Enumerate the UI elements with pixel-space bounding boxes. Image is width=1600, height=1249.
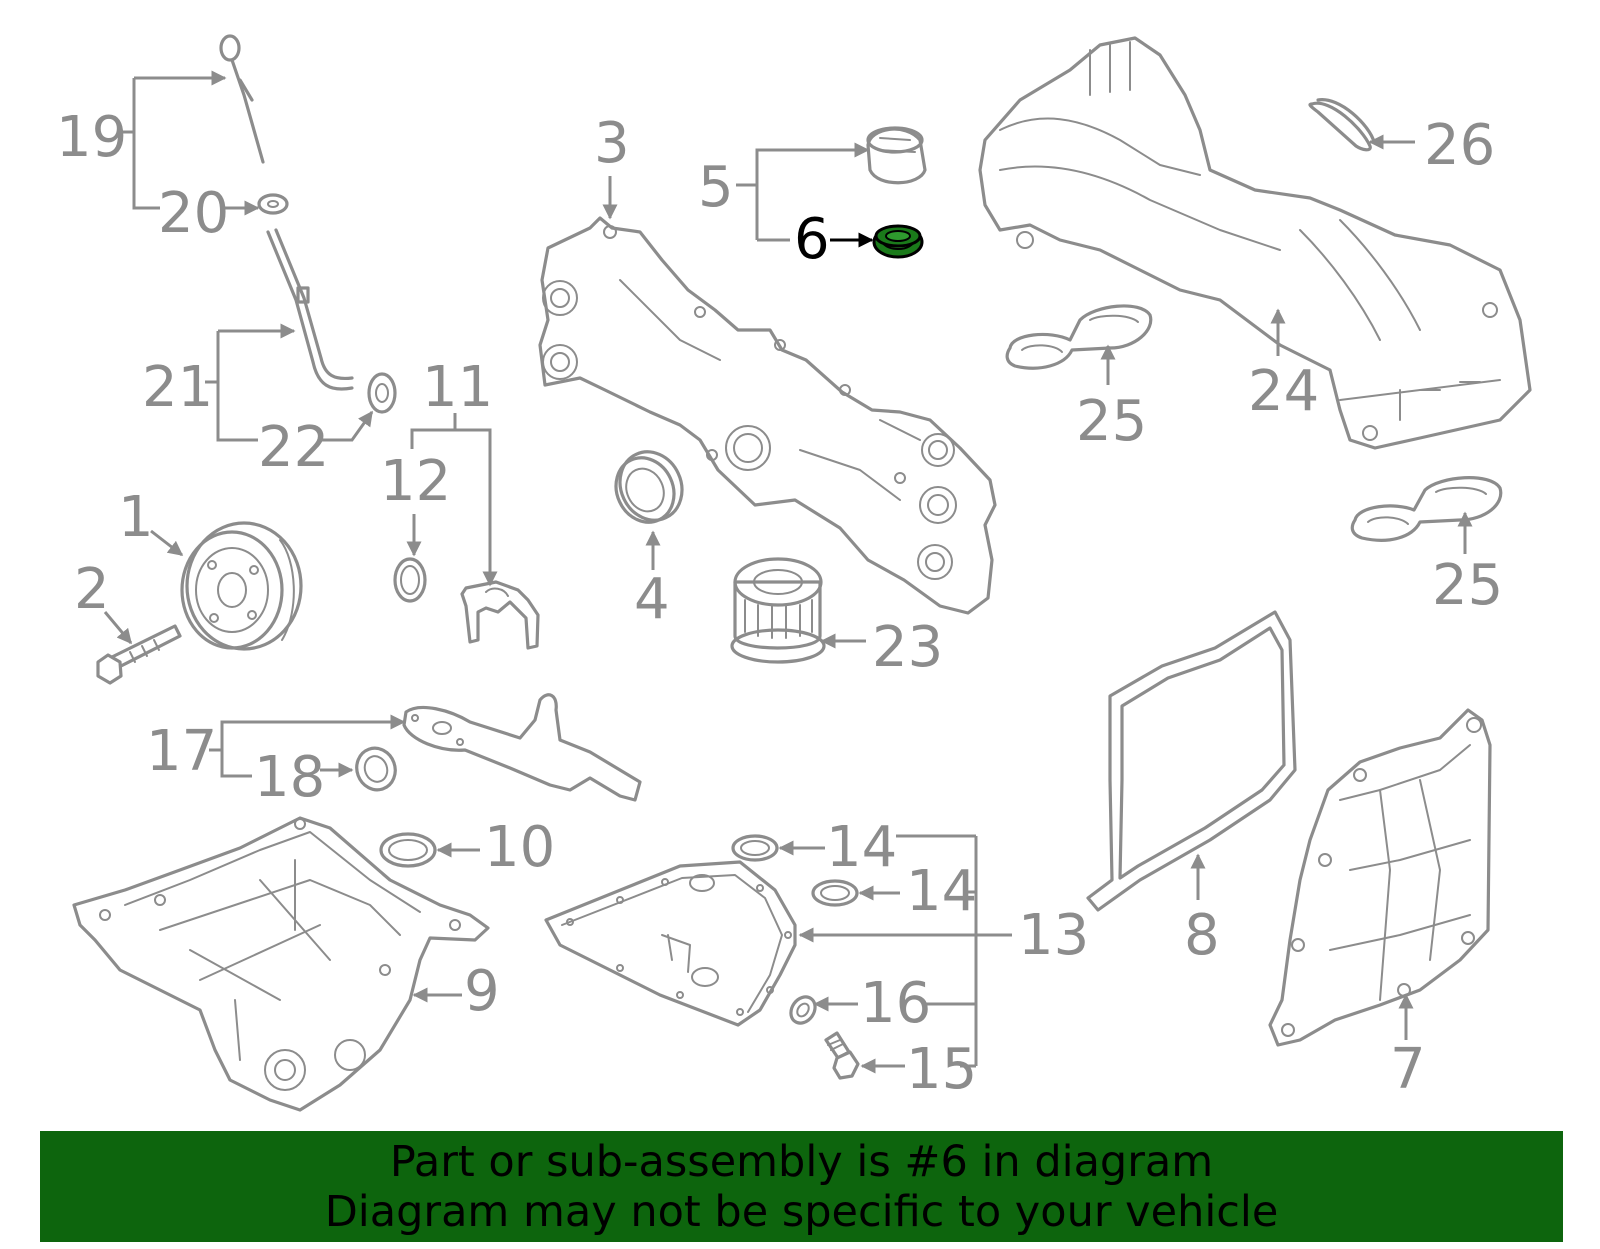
dipstick-part bbox=[219, 34, 265, 164]
strainer-o-ring-part bbox=[355, 746, 397, 792]
leaders-13-16 bbox=[778, 834, 1012, 1074]
manifold-gasket-part-lower bbox=[1350, 476, 1503, 542]
callout-labels: 19 20 21 22 3 5 6 11 12 1 2 4 23 24 25 2… bbox=[56, 105, 1503, 1102]
callout-12: 12 bbox=[380, 449, 451, 514]
leaders-19-22 bbox=[120, 70, 374, 442]
callout-11: 11 bbox=[422, 355, 493, 420]
crankshaft-pulley-part bbox=[180, 521, 303, 651]
callout-7: 7 bbox=[1390, 1037, 1426, 1102]
leaders-17-18 bbox=[209, 714, 406, 778]
drain-plug-bolt-part bbox=[824, 1031, 860, 1080]
side-cover-part bbox=[1268, 708, 1492, 1047]
callout-21: 21 bbox=[142, 355, 213, 420]
manifold-gasket-part-upper bbox=[1005, 304, 1153, 370]
leader-1 bbox=[150, 529, 184, 557]
oil-level-gauge-guide-part bbox=[266, 228, 354, 391]
callout-6[interactable]: 6 bbox=[794, 207, 830, 272]
intake-manifold-part bbox=[978, 36, 1532, 450]
callout-23: 23 bbox=[872, 615, 943, 680]
callout-20: 20 bbox=[158, 181, 229, 246]
oil-pan-o-ring-part bbox=[379, 832, 437, 868]
leaders-11-12 bbox=[406, 413, 498, 587]
callout-14a: 14 bbox=[826, 815, 897, 880]
oil-guide-o-ring-part bbox=[367, 372, 397, 414]
drain-plug-washer-part bbox=[789, 995, 817, 1025]
front-crankshaft-seal-part bbox=[614, 450, 684, 524]
callout-14b: 14 bbox=[906, 859, 977, 924]
oil-filter-part bbox=[730, 557, 826, 664]
callout-10: 10 bbox=[484, 815, 555, 880]
banner-line-part-number: Part or sub-assembly is #6 in diagram bbox=[389, 1137, 1214, 1187]
callout-25a: 25 bbox=[1076, 389, 1147, 454]
callout-16: 16 bbox=[860, 971, 931, 1036]
oil-pan-lower-part bbox=[544, 860, 797, 1027]
callout-8: 8 bbox=[1184, 903, 1220, 968]
timing-cover-part bbox=[538, 216, 997, 615]
leader-2 bbox=[103, 611, 133, 645]
callout-5: 5 bbox=[698, 155, 734, 220]
callout-13: 13 bbox=[1018, 903, 1089, 968]
oil-filler-cap-part bbox=[866, 126, 927, 185]
callout-18: 18 bbox=[254, 745, 325, 810]
callout-2: 2 bbox=[74, 557, 110, 622]
callout-22: 22 bbox=[258, 415, 329, 480]
callout-15: 15 bbox=[906, 1037, 977, 1102]
oil-strainer-part bbox=[402, 693, 642, 802]
oil-filler-cap-gasket-part[interactable] bbox=[872, 224, 924, 259]
callout-24: 24 bbox=[1248, 359, 1319, 424]
callout-26: 26 bbox=[1424, 113, 1495, 178]
drain-plug-gasket-part-2 bbox=[811, 879, 859, 907]
callout-9: 9 bbox=[464, 959, 500, 1024]
callout-3: 3 bbox=[594, 111, 630, 176]
callout-1: 1 bbox=[118, 485, 154, 550]
callout-4: 4 bbox=[634, 567, 670, 632]
callout-25b: 25 bbox=[1432, 553, 1503, 618]
banner-line-disclaimer: Diagram may not be specific to your vehi… bbox=[324, 1187, 1279, 1237]
info-banner: Part or sub-assembly is #6 in diagram Di… bbox=[40, 1131, 1563, 1242]
cover-gasket-part bbox=[1086, 610, 1297, 912]
oil-pan-upper-part bbox=[72, 816, 490, 1112]
leaders-5-6 bbox=[736, 142, 874, 248]
dipstick-washer-part bbox=[257, 193, 289, 215]
pulley-bolt-part bbox=[96, 624, 182, 685]
oil-pressure-sensor-part bbox=[393, 557, 540, 650]
drain-plug-gasket-part bbox=[731, 834, 779, 862]
callout-19: 19 bbox=[56, 105, 127, 170]
throttle-body-seal-part bbox=[1308, 98, 1376, 152]
callout-17: 17 bbox=[146, 719, 217, 784]
